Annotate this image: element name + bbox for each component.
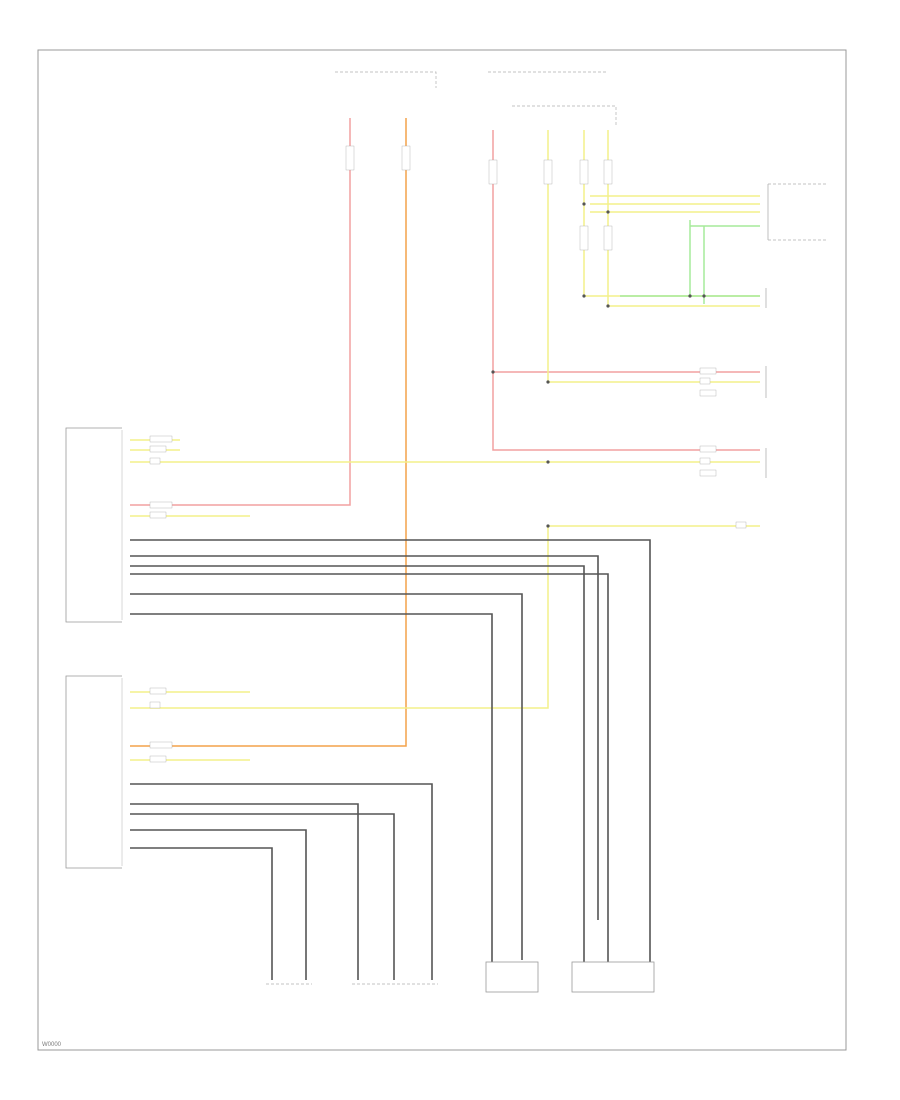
wire-tags [149, 145, 747, 763]
wire-yellow [130, 130, 760, 761]
bottom-drops [271, 920, 651, 980]
wire-green [620, 220, 760, 304]
relay-panel-outline [512, 105, 617, 126]
wire-red-right [492, 130, 760, 451]
wire-dark-rear [130, 783, 433, 920]
junctions [491, 202, 706, 528]
wire-red-front [130, 118, 351, 506]
wire-orange-rear [130, 118, 407, 747]
module-box-3 [485, 961, 539, 993]
diagram-code: W0000 [42, 1042, 62, 1048]
front-door-module-outline [65, 427, 122, 623]
fuse-box-left-outline [335, 71, 437, 88]
module-box-4 [571, 961, 655, 993]
diagram-frame [37, 49, 847, 1051]
rear-door-module-outline [65, 675, 122, 869]
wire-dark-front [130, 539, 651, 960]
